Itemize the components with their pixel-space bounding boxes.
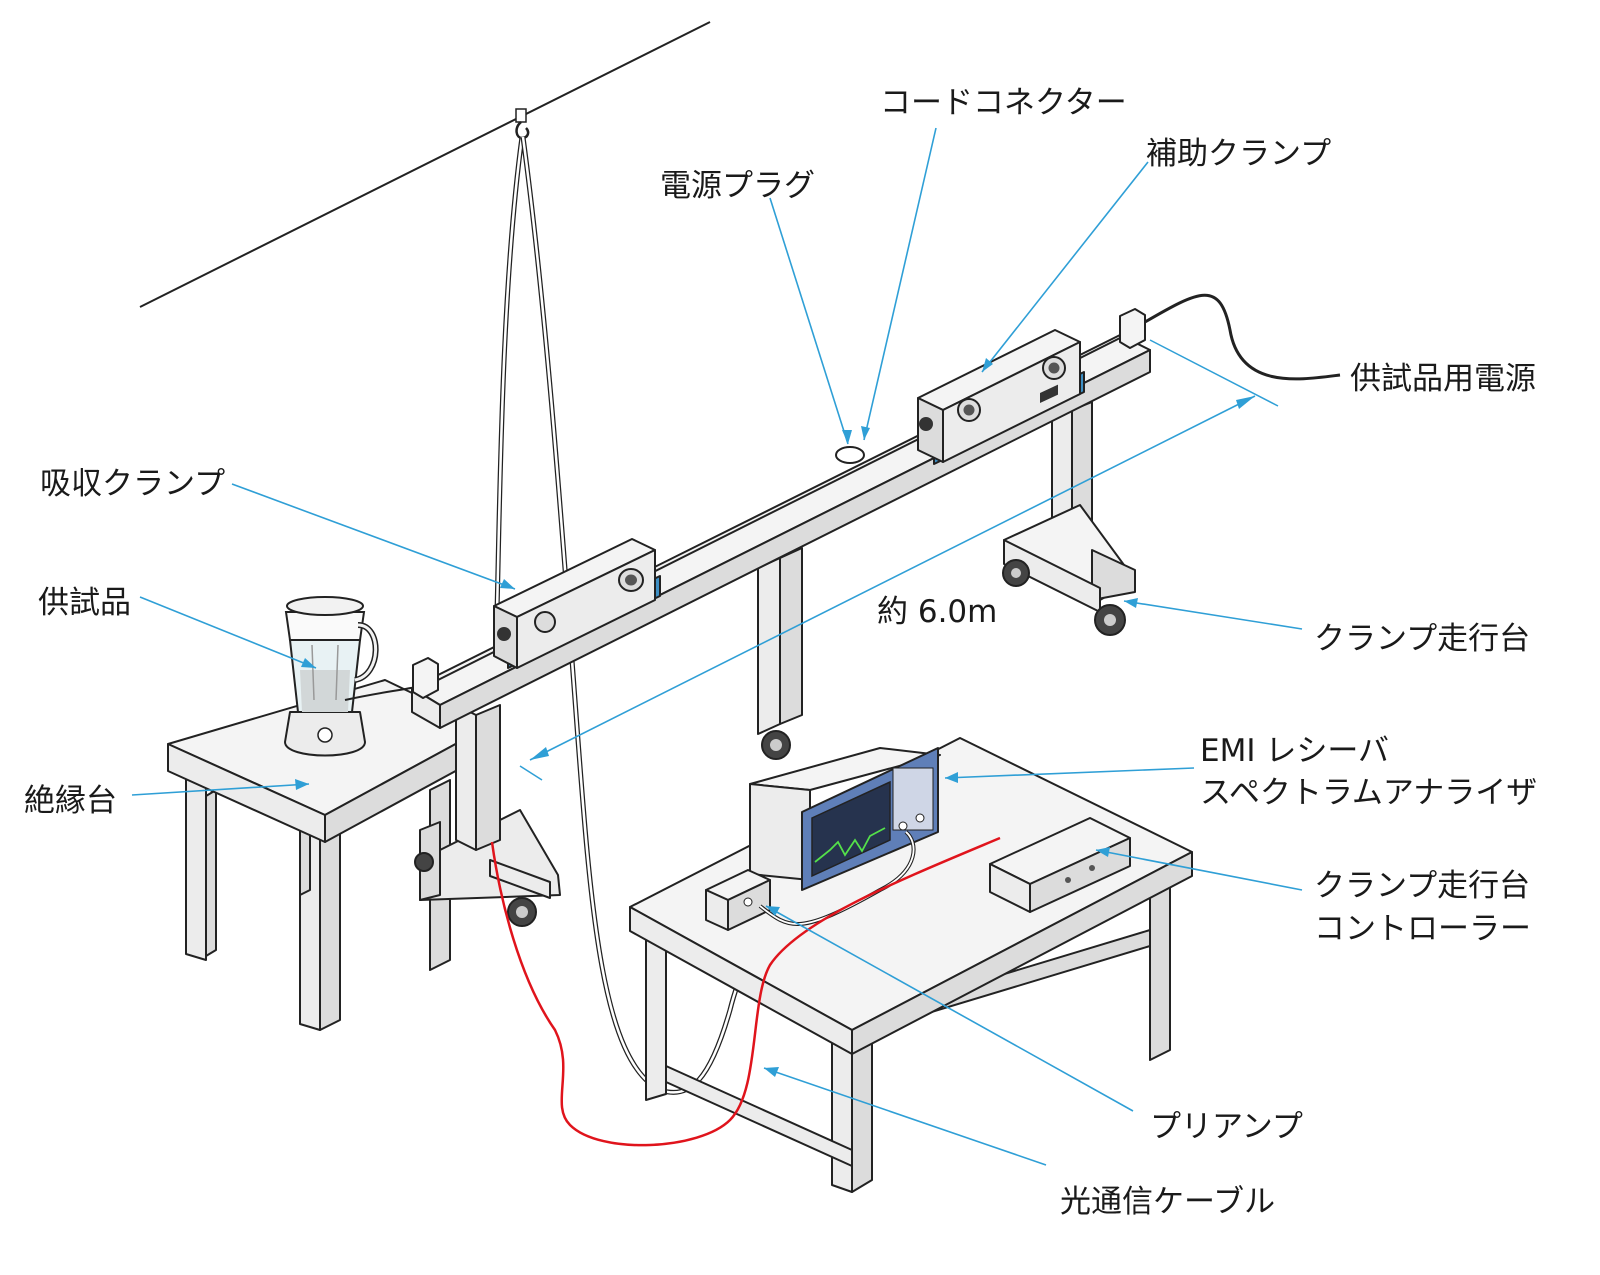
label-optical-fiber-cable: 光通信ケーブル — [1060, 1184, 1275, 1220]
label-eut-power-supply: 供試品用電源 — [1350, 361, 1536, 397]
label-insulating-table: 絶縁台 — [24, 783, 117, 819]
label-eut: 供試品 — [38, 585, 131, 621]
label-carriage-controller-line1: クランプ走行台 — [1314, 868, 1530, 904]
label-auxiliary-clamp: 補助クランプ — [1146, 136, 1331, 172]
label-emi-receiver-line2: スペクトラムアナライザ — [1200, 775, 1537, 811]
label-cord-connector: コードコネクター — [880, 85, 1127, 121]
blender-eut — [284, 596, 431, 757]
label-carriage-controller-line2: コントローラー — [1314, 911, 1531, 947]
label-distance: 約 6.0m — [877, 594, 997, 630]
label-absorbing-clamp: 吸収クランプ — [40, 466, 225, 502]
distance-dimension — [519, 339, 1279, 781]
preamplifier — [705, 869, 771, 931]
rail-support-left — [414, 704, 561, 927]
spectrum-analyzer — [749, 747, 941, 891]
label-preamplifier: プリアンプ — [1150, 1109, 1303, 1145]
label-power-plug: 電源プラグ — [660, 168, 815, 204]
measuring-table — [629, 737, 1193, 1193]
clamp-carriage-right — [1002, 401, 1136, 636]
clamp-rail — [411, 293, 1341, 729]
label-clamp-carriage: クランプ走行台 — [1314, 621, 1530, 657]
optical-fiber-cable — [490, 836, 1001, 1147]
carriage-controller — [989, 384, 1131, 913]
plug-and-connector — [835, 446, 865, 464]
absorbing-clamp-body — [493, 538, 661, 669]
leader-lines — [131, 127, 1303, 1166]
ceiling-wire — [139, 21, 711, 308]
label-emi-receiver-line1: EMI レシーバ — [1200, 733, 1389, 769]
rail-support-middle — [757, 547, 803, 760]
